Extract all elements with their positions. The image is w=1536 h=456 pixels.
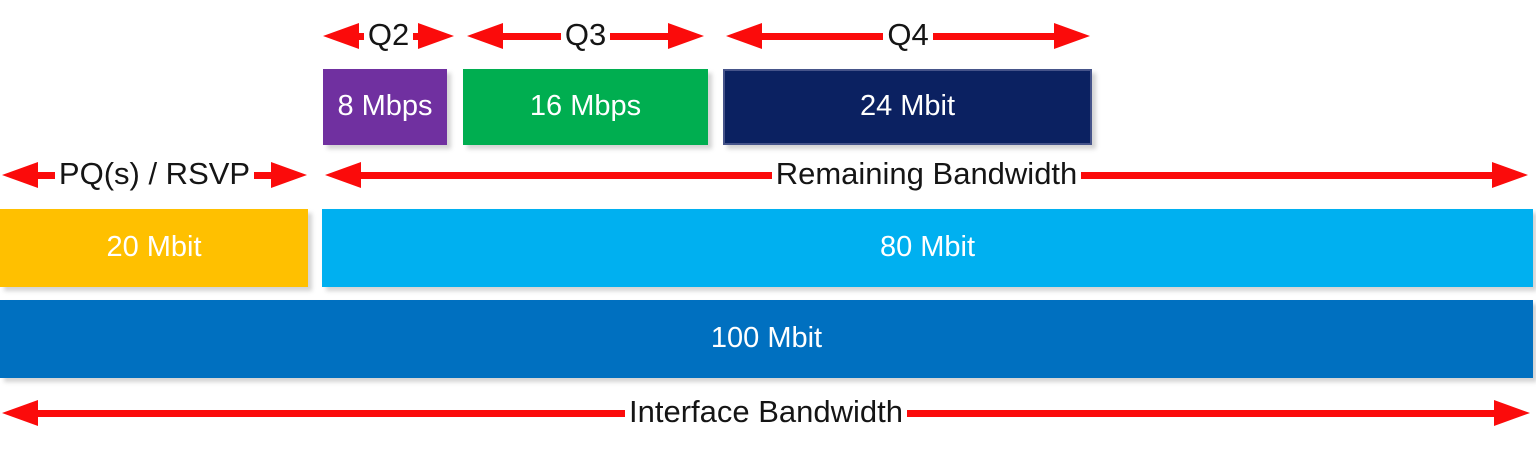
arrowhead-left-icon (2, 400, 38, 426)
arrow-shaft (1081, 171, 1494, 179)
arrowhead-right-icon (668, 23, 705, 49)
total-bandwidth-box-label: 100 Mbit (710, 321, 823, 354)
arrow-shaft (413, 32, 420, 40)
arrowhead-left-icon (323, 23, 359, 49)
arrowhead-right-icon (1492, 162, 1529, 188)
remaining-bandwidth-box-label: 80 Mbit (879, 230, 976, 263)
queue-box-q4-label: 24 Mbit (859, 89, 956, 122)
arrowhead-right-icon (1494, 400, 1531, 426)
pq-bandwidth-box-label: 20 Mbit (106, 230, 202, 263)
interface-bandwidth-arrow-label: Interface Bandwidth (629, 394, 904, 429)
pq-bandwidth-box: 20 Mbit (0, 209, 308, 287)
arrow-shaft (610, 32, 670, 40)
queue-box-q3: 16 Mbps (463, 69, 708, 145)
arrow-shaft (932, 32, 1056, 40)
q3-arrow-label: Q3 (564, 17, 607, 52)
arrowhead-right-icon (1054, 23, 1091, 49)
queue-box-q4: 24 Mbit (723, 69, 1092, 145)
remaining-bandwidth-arrow-label: Remaining Bandwidth (775, 156, 1078, 191)
arrowhead-left-icon (325, 162, 361, 188)
arrow-shaft (502, 32, 561, 40)
queue-box-q2-label: 8 Mbps (337, 89, 433, 122)
arrow-shaft (358, 32, 364, 40)
queue-box-q3-label: 16 Mbps (529, 89, 642, 122)
q4-range-arrow: Q4 (726, 17, 1091, 52)
arrow-shaft (254, 171, 273, 179)
arrow-shaft (761, 32, 884, 40)
arrowhead-left-icon (726, 23, 762, 49)
pq-rsvp-arrow-label: PQ(s) / RSVP (58, 156, 251, 191)
q2-range-arrow: Q2 (323, 17, 455, 52)
q4-arrow-label: Q4 (887, 17, 929, 52)
interface-bandwidth-range-arrow: Interface Bandwidth (2, 394, 1531, 429)
remaining-bandwidth-box: 80 Mbit (322, 209, 1533, 287)
q3-range-arrow: Q3 (467, 17, 705, 52)
total-bandwidth-box: 100 Mbit (0, 300, 1533, 378)
arrow-shaft (37, 171, 55, 179)
arrowhead-right-icon (271, 162, 308, 188)
arrowhead-right-icon (418, 23, 455, 49)
arrowhead-left-icon (2, 162, 38, 188)
pq-rsvp-range-arrow: PQ(s) / RSVP (2, 156, 308, 191)
queue-box-q2: 8 Mbps (323, 69, 447, 145)
arrow-shaft (37, 409, 625, 417)
arrow-shaft (907, 409, 1496, 417)
remaining-bandwidth-range-arrow: Remaining Bandwidth (325, 156, 1529, 191)
arrowhead-left-icon (467, 23, 503, 49)
arrow-shaft (360, 171, 772, 179)
q2-arrow-label: Q2 (367, 17, 410, 52)
